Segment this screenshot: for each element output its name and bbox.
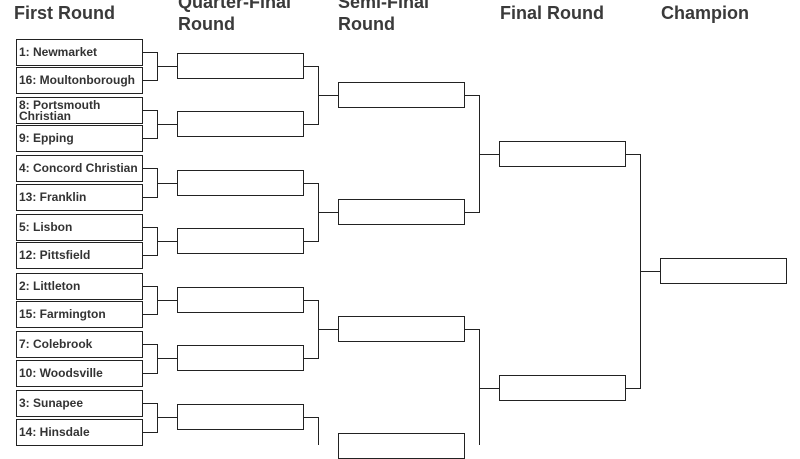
bracket-line <box>157 241 177 242</box>
bracket-line <box>157 344 158 374</box>
semi-final-slot-3[interactable] <box>338 316 465 342</box>
bracket-line <box>143 344 157 345</box>
bracket-line <box>143 255 157 256</box>
bracket-line <box>143 314 157 315</box>
team-name: 12: Pittsfield <box>19 248 91 262</box>
header-final-round: Final Round <box>500 3 604 23</box>
header-semi-final: Semi-Final Round <box>338 0 430 34</box>
semi-final-slot-4[interactable] <box>338 433 465 459</box>
bracket-line <box>157 66 177 67</box>
bracket-line <box>479 154 499 155</box>
first-round-team-8[interactable]: 12: Pittsfield <box>16 242 143 269</box>
first-round-team-13[interactable]: 3: Sunapee <box>16 390 143 417</box>
bracket-line <box>318 212 338 213</box>
bracket-line <box>143 432 157 433</box>
header-quarter-final: Quarter-Final Round <box>178 0 292 34</box>
first-round-team-14[interactable]: 14: Hinsdale <box>16 419 143 446</box>
team-name: 5: Lisbon <box>19 220 73 234</box>
first-round-team-5[interactable]: 4: Concord Christian <box>16 155 143 182</box>
bracket-line <box>626 154 640 155</box>
quarter-final-slot-6[interactable] <box>177 345 304 371</box>
first-round-team-10[interactable]: 15: Farmington <box>16 301 143 328</box>
bracket-line <box>304 241 318 242</box>
first-round-team-4[interactable]: 9: Epping <box>16 125 143 152</box>
header-first-round: First Round <box>14 3 115 23</box>
quarter-final-slot-5[interactable] <box>177 287 304 313</box>
team-name: 13: Franklin <box>19 190 87 204</box>
bracket-line <box>304 358 318 359</box>
bracket-line <box>143 403 157 404</box>
bracket-line <box>304 417 318 418</box>
team-name: 10: Woodsville <box>19 366 103 380</box>
team-name: 4: Concord Christian <box>19 161 138 175</box>
bracket-line <box>465 95 479 96</box>
semi-final-slot-1[interactable] <box>338 82 465 108</box>
bracket-line <box>304 66 318 67</box>
bracket-line <box>626 388 640 389</box>
bracket-line <box>157 300 177 301</box>
first-round-team-12[interactable]: 10: Woodsville <box>16 360 143 387</box>
team-name: 3: Sunapee <box>19 396 84 410</box>
bracket-line <box>143 373 157 374</box>
bracket-line <box>318 417 319 445</box>
quarter-final-slot-3[interactable] <box>177 170 304 196</box>
bracket-line <box>304 124 318 125</box>
team-name: 2: Littleton <box>19 279 81 293</box>
first-round-team-6[interactable]: 13: Franklin <box>16 184 143 211</box>
bracket-line <box>465 329 479 330</box>
bracket-line <box>157 417 177 418</box>
quarter-final-slot-2[interactable] <box>177 111 304 137</box>
final-round-slot-1[interactable] <box>499 141 626 167</box>
bracket-line <box>143 168 157 169</box>
quarter-final-slot-4[interactable] <box>177 228 304 254</box>
bracket-line <box>143 110 157 111</box>
bracket-line <box>304 183 318 184</box>
semi-final-slot-2[interactable] <box>338 199 465 225</box>
bracket-line <box>157 124 177 125</box>
bracket-line <box>318 329 338 330</box>
bracket-line <box>157 403 158 433</box>
bracket-line <box>479 329 480 445</box>
bracket-line <box>318 95 338 96</box>
bracket-line <box>143 138 157 139</box>
bracket-line <box>143 286 157 287</box>
bracket-line <box>157 183 177 184</box>
first-round-team-9[interactable]: 2: Littleton <box>16 273 143 300</box>
quarter-final-slot-1[interactable] <box>177 53 304 79</box>
team-name: 14: Hinsdale <box>19 425 90 439</box>
bracket-line <box>465 212 479 213</box>
bracket-line <box>143 227 157 228</box>
bracket-line <box>143 52 157 53</box>
team-name: 8: Portsmouth Christian <box>19 97 101 123</box>
header-champion: Champion <box>661 3 749 23</box>
first-round-team-11[interactable]: 7: Colebrook <box>16 331 143 358</box>
bracket-line <box>304 300 318 301</box>
bracket-line <box>479 388 499 389</box>
team-name: 15: Farmington <box>19 307 106 321</box>
bracket-line <box>143 80 157 81</box>
first-round-team-7[interactable]: 5: Lisbon <box>16 214 143 241</box>
bracket-line <box>640 271 660 272</box>
first-round-team-1[interactable]: 1: Newmarket <box>16 39 143 66</box>
quarter-final-slot-7[interactable] <box>177 404 304 430</box>
team-name: 9: Epping <box>19 131 74 145</box>
team-name: 7: Colebrook <box>19 337 93 351</box>
team-name: 16: Moultonborough <box>19 73 135 87</box>
first-round-team-3[interactable]: 8: Portsmouth Christian <box>16 97 143 124</box>
first-round-team-2[interactable]: 16: Moultonborough <box>16 67 143 94</box>
team-name: 1: Newmarket <box>19 45 98 59</box>
bracket-line <box>157 358 177 359</box>
bracket-line <box>143 197 157 198</box>
final-round-slot-2[interactable] <box>499 375 626 401</box>
champion-slot[interactable] <box>660 258 787 284</box>
